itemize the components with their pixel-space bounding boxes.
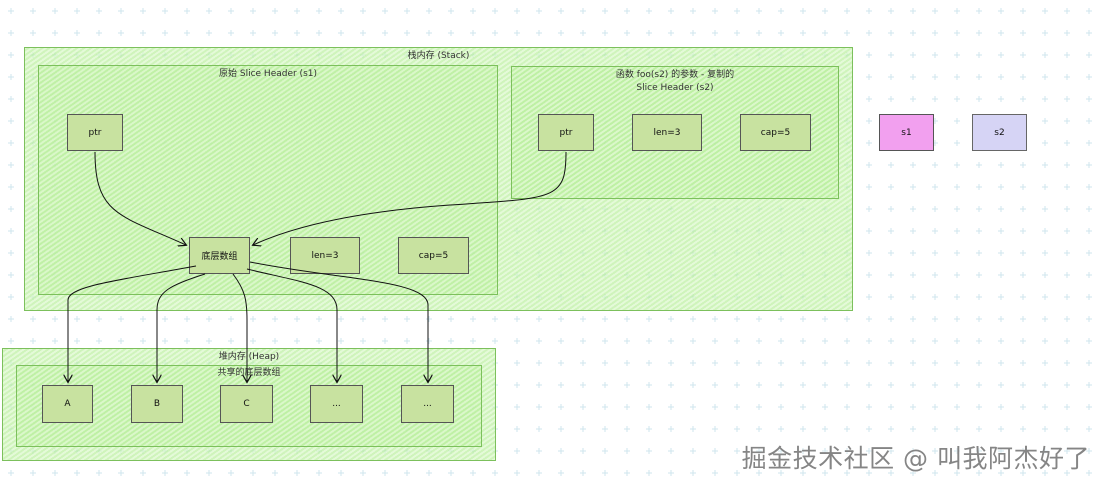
s2-ptr-label: ptr (559, 127, 573, 138)
s1-header-title: 原始 Slice Header (s1) (219, 69, 317, 79)
s2-len-box[interactable]: len=3 (632, 114, 702, 151)
s2-header-title-line2: Slice Header (s2) (636, 83, 714, 93)
shared-array-title: 共享的底层数组 (217, 368, 281, 378)
len-label: len=3 (311, 250, 339, 261)
watermark: 掘金技术社区 @ 叫我阿杰好了 (741, 444, 1090, 473)
heap-element-label: ... (332, 399, 341, 409)
heap-element[interactable]: C (220, 385, 273, 423)
underlying-array-box[interactable]: 底层数组 (189, 237, 250, 274)
heap-element[interactable]: B (131, 385, 183, 423)
cap-label: cap=5 (418, 250, 449, 261)
cap-box[interactable]: cap=5 (398, 237, 469, 274)
heap-element[interactable]: ... (310, 385, 363, 423)
legend-s1-box[interactable]: s1 (879, 114, 934, 151)
heap-element-label: ... (423, 399, 432, 409)
len-box[interactable]: len=3 (290, 237, 360, 274)
s2-len-label: len=3 (653, 127, 681, 138)
s2-cap-box[interactable]: cap=5 (740, 114, 811, 151)
heap-element[interactable]: ... (401, 385, 454, 423)
heap-element-label: A (64, 399, 71, 409)
s1-ptr-box[interactable]: ptr (67, 114, 123, 151)
s1-ptr-label: ptr (88, 127, 102, 138)
legend-s2-box[interactable]: s2 (972, 114, 1027, 151)
legend-s1-label: s1 (901, 127, 912, 138)
heap-element[interactable]: A (42, 385, 93, 423)
heap-element-label: B (153, 399, 161, 409)
heap-title: 堆内存 (Heap) (218, 352, 280, 362)
s2-ptr-box[interactable]: ptr (538, 114, 594, 151)
heap-element-label: C (243, 399, 250, 409)
stack-title: 栈内存 (Stack) (407, 51, 470, 61)
underlying-array-label: 底层数组 (201, 252, 238, 262)
s2-header-title-line1: 函数 foo(s2) 的参数 - 复制的 (615, 70, 735, 80)
legend-s2-label: s2 (994, 127, 1005, 138)
s2-cap-label: cap=5 (760, 127, 791, 138)
